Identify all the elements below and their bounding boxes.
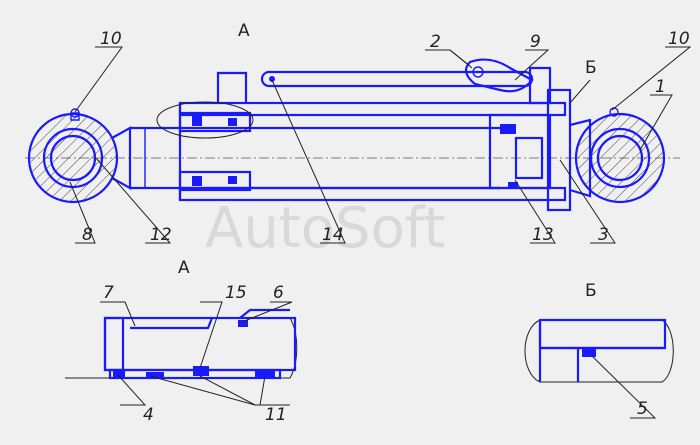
callout-4: 4 — [143, 405, 154, 425]
callout-2: 2 — [430, 32, 441, 52]
callout-8: 8 — [82, 225, 93, 245]
callout-7: 7 — [103, 283, 114, 303]
detail-a: А 7 15 6 4 11 — [65, 258, 298, 425]
leader-lines — [69, 46, 692, 244]
cylinder-barrel — [178, 66, 592, 212]
view-a-marker — [156, 101, 254, 139]
callout-14: 14 — [322, 225, 344, 245]
watermark-text: AutoSoft — [205, 196, 446, 261]
callout-5: 5 — [637, 399, 648, 419]
callout-1: 1 — [655, 77, 666, 97]
detail-a-title: А — [178, 258, 190, 278]
detail-b: Б 5 — [524, 281, 674, 419]
view-label-b: Б — [585, 58, 597, 78]
detail-b-title: Б — [585, 281, 597, 301]
callout-10-left: 10 — [100, 29, 122, 49]
right-eye — [574, 107, 666, 204]
callout-3: 3 — [598, 225, 609, 245]
callout-10-right: 10 — [668, 29, 690, 49]
callout-9: 9 — [530, 32, 541, 52]
callout-15: 15 — [225, 283, 247, 303]
left-eye — [27, 108, 119, 204]
callout-11: 11 — [265, 405, 287, 425]
callout-12: 12 — [150, 225, 172, 245]
banjo-fitting — [464, 58, 534, 93]
view-label-a: А — [238, 21, 250, 41]
callout-6: 6 — [273, 283, 284, 303]
main-assembly: А Б 10 2 9 10 1 8 12 14 13 3 — [25, 21, 692, 245]
callout-13: 13 — [532, 225, 554, 245]
